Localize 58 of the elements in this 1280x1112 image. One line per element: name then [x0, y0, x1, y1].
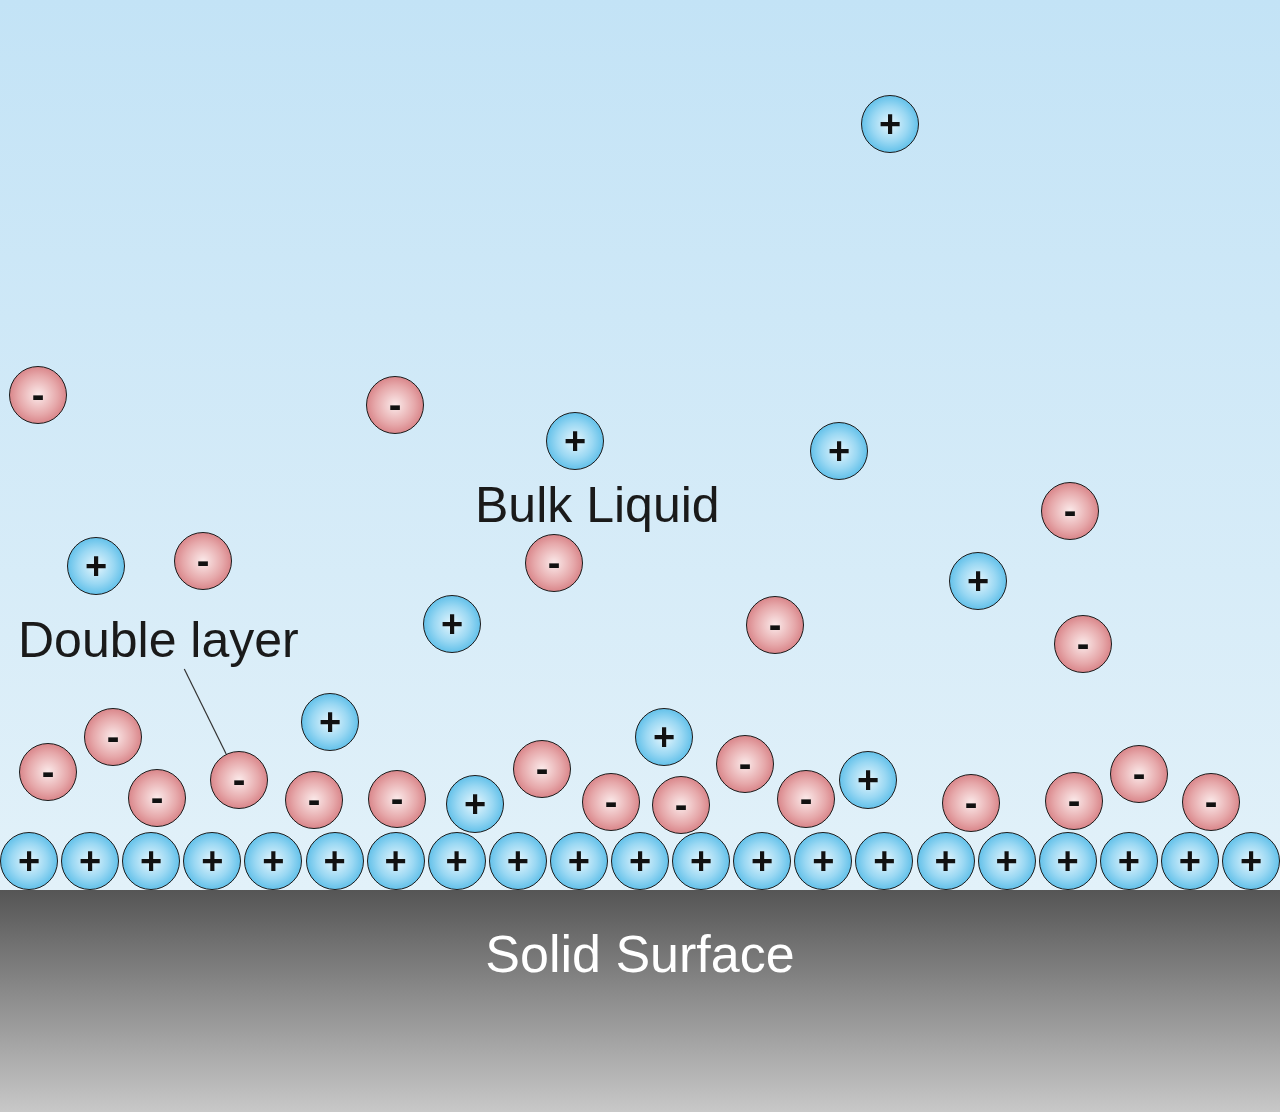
positive-ion: + [635, 708, 693, 766]
negative-ion: - [1045, 772, 1103, 830]
positive-ion: + [794, 832, 853, 890]
positive-ion: + [0, 832, 58, 890]
positive-ion: + [61, 832, 120, 890]
positive-ion: + [549, 832, 608, 890]
negative-ion: - [525, 534, 583, 592]
positive-ion: + [67, 537, 125, 595]
negative-ion: - [9, 366, 67, 424]
positive-ion: + [977, 832, 1036, 890]
positive-ion: + [305, 832, 364, 890]
positive-ion: + [1099, 832, 1158, 890]
negative-ion: - [285, 771, 343, 829]
negative-ion: - [174, 532, 232, 590]
negative-ion: - [777, 770, 835, 828]
positive-ion: + [672, 832, 731, 890]
positive-ion: + [301, 693, 359, 751]
leader-line [183, 668, 227, 755]
region-label: Bulk Liquid [475, 480, 720, 530]
negative-ion: - [128, 769, 186, 827]
positive-ion: + [810, 422, 868, 480]
positive-ion: + [1160, 832, 1219, 890]
negative-ion: - [652, 776, 710, 834]
positive-ion: + [916, 832, 975, 890]
negative-ion: - [942, 774, 1000, 832]
positive-ion: + [949, 552, 1007, 610]
positive-ion: + [1038, 832, 1097, 890]
negative-ion: - [1182, 773, 1240, 831]
positive-ion: + [733, 832, 792, 890]
surface-label: Solid Surface [484, 924, 796, 984]
negative-ion: - [84, 708, 142, 766]
positive-ion: + [366, 832, 425, 890]
positive-ion: + [611, 832, 669, 890]
negative-ion: - [582, 773, 640, 831]
negative-ion: - [513, 740, 571, 798]
positive-ion: + [546, 412, 604, 470]
negative-ion: - [210, 751, 268, 809]
positive-ion: + [839, 751, 897, 809]
negative-ion: - [716, 735, 774, 793]
region-label: Double layer [18, 615, 299, 665]
positive-ion: + [861, 95, 919, 153]
negative-ion: - [368, 770, 426, 828]
positive-ion: + [423, 595, 481, 653]
positive-ion: + [122, 832, 181, 890]
positive-ion: + [488, 832, 547, 890]
positive-ion: + [244, 832, 303, 890]
negative-ion: - [366, 376, 424, 434]
positive-ion: + [183, 832, 242, 890]
positive-ion: + [855, 832, 914, 890]
negative-ion: - [1110, 745, 1168, 803]
negative-ion: - [746, 596, 804, 654]
negative-ion: - [19, 743, 77, 801]
positive-ion: + [1222, 832, 1280, 890]
solid-surface-band [0, 890, 1280, 1112]
negative-ion: - [1041, 482, 1099, 540]
positive-ion: + [427, 832, 486, 890]
negative-ion: - [1054, 615, 1112, 673]
positive-ion: + [446, 775, 504, 833]
